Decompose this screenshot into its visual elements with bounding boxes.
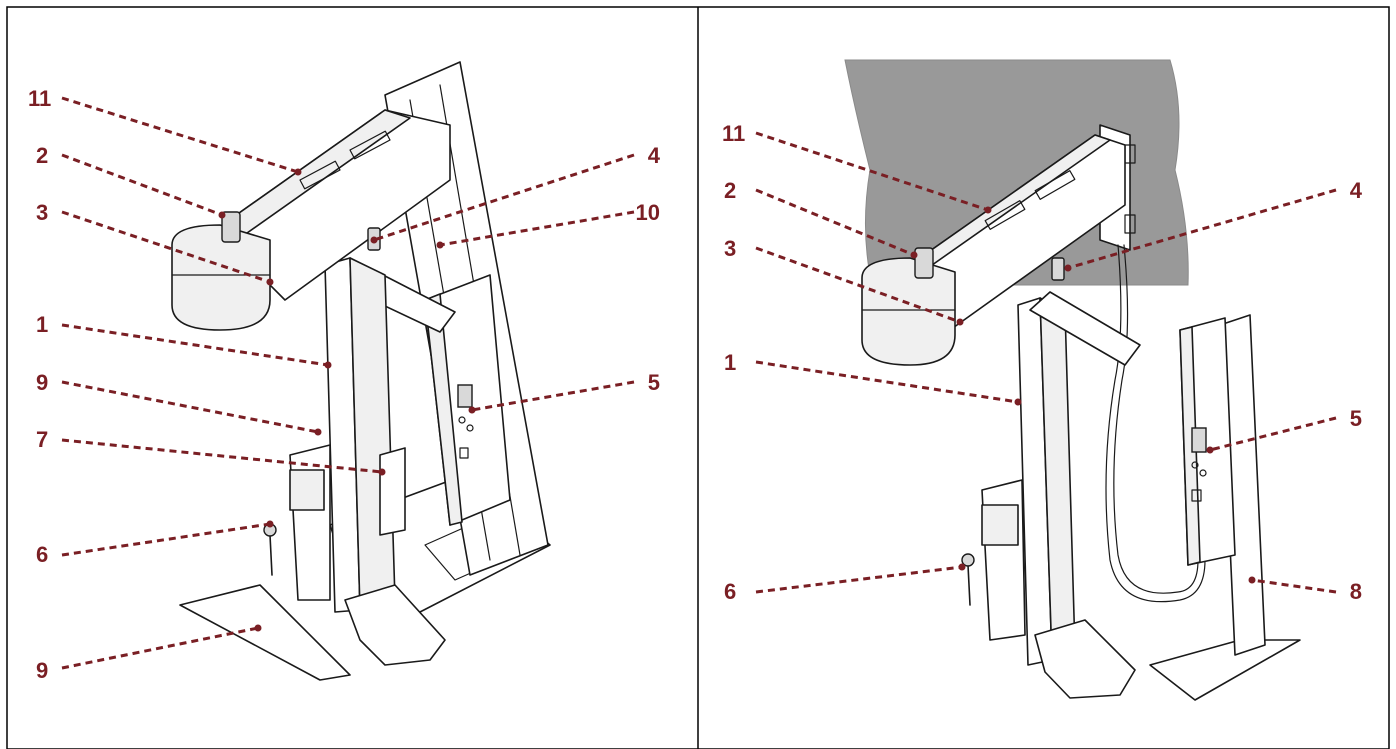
callout-leader-right-4 [755,565,963,594]
left-foot-pedal [179,584,351,681]
callout-leader-left-9 [439,210,635,247]
callout-leader-right-2 [755,246,961,324]
left-arm-slot-1 [299,160,341,190]
callout-leader-left-1 [61,153,223,217]
callout-label-left-9: 10 [636,200,660,225]
callout-leader-right-1 [755,188,915,257]
right-control-knob-1 [1191,461,1199,469]
callout-leader-left-6 [61,522,271,557]
left-arm-slot-2 [349,130,391,160]
callout-dot-right-2 [956,318,964,326]
callout-dot-left-6 [266,520,274,528]
left-wrap-head [171,224,271,331]
right-wrap-head [861,257,956,366]
callout-dot-right-1 [910,251,918,259]
callout-label-right-6: 5 [1350,406,1362,431]
callout-label-left-8: 4 [648,143,661,168]
callout-dot-left-4 [314,428,322,436]
right-stand-base [1149,639,1301,701]
callout-label-right-7: 8 [1350,579,1362,604]
right-machine-illustration [844,59,1301,701]
callout-dot-left-0 [294,168,302,176]
callout-leader-left-4 [61,380,319,434]
right-head-motor [914,247,934,279]
callout-leader-left-7 [61,626,259,670]
callout-leader-right-0 [755,131,989,212]
callout-dot-right-0 [984,206,992,214]
callout-layer: 11 2 3 1 9 7 6 9 4 10 5 11 2 3 1 6 4 5 8 [28,86,1363,683]
callout-leader-left-2 [61,210,271,284]
left-control-column-side [424,293,463,526]
right-control-screen [1191,427,1207,453]
callout-dot-left-10 [468,406,476,414]
callout-dot-left-7 [254,624,262,632]
callout-dot-right-6 [1206,446,1214,454]
callout-leader-left-3 [61,323,329,367]
callout-label-right-2: 3 [724,236,736,261]
right-control-knob-2 [1199,469,1207,477]
callout-dot-left-9 [436,241,444,249]
callout-dot-right-5 [1064,264,1072,272]
callout-leader-left-0 [61,96,299,174]
left-head-motor [221,211,241,243]
left-lever-shaft [269,534,273,576]
callout-leader-right-3 [755,360,1019,404]
callout-leader-left-10 [471,380,635,412]
callout-label-left-1: 2 [36,143,48,168]
callout-label-left-6: 6 [36,542,48,567]
callout-leader-left-5 [61,438,383,474]
left-control-switch [459,447,469,459]
callout-leader-left-8 [373,153,635,242]
callout-label-right-3: 1 [724,350,736,375]
callout-leader-right-7 [1251,578,1337,594]
right-control-box-side [1179,326,1201,566]
right-carriage [981,479,1026,641]
right-arm-slot-1 [984,200,1026,230]
left-round-foot [344,584,446,666]
callout-dot-right-3 [1014,398,1022,406]
left-machine-illustration [171,61,551,681]
right-control-switch [1191,489,1202,502]
callout-label-left-7: 9 [36,658,48,683]
callout-label-left-0: 11 [28,86,51,111]
callout-dot-right-4 [958,563,966,571]
callout-dot-right-7 [1248,576,1256,584]
right-arm-slot-2 [1034,170,1076,200]
callout-dot-left-5 [378,468,386,476]
callout-label-right-1: 2 [724,178,736,203]
right-round-foot [1034,619,1136,699]
callout-leader-right-6 [1209,416,1337,452]
callout-label-right-0: 11 [722,121,745,146]
right-carriage-block [981,504,1019,546]
left-carriage [289,444,331,601]
callout-label-left-10: 5 [648,370,660,395]
left-control-panel-screen [457,384,473,408]
left-motor-box [379,447,406,536]
callout-label-left-4: 9 [36,370,48,395]
callout-leader-right-5 [1067,188,1337,270]
right-bracket-tab-2 [1124,214,1136,234]
callout-label-right-4: 6 [724,579,736,604]
callout-dot-left-2 [266,278,274,286]
left-control-knob-1 [458,416,466,424]
callout-dot-left-8 [370,236,378,244]
left-control-knob-2 [466,424,474,432]
callout-label-left-3: 1 [36,312,48,337]
right-lever-knob [961,553,975,567]
left-carriage-block [289,469,325,511]
right-lever-shaft [967,564,971,606]
callout-label-left-2: 3 [36,200,48,225]
callout-label-left-5: 7 [36,427,48,452]
callout-label-right-5: 4 [1350,178,1363,203]
right-arm-sensor [1051,257,1065,281]
callout-dot-left-1 [218,211,226,219]
right-crossbar [1029,291,1141,366]
callout-dot-left-3 [324,361,332,369]
